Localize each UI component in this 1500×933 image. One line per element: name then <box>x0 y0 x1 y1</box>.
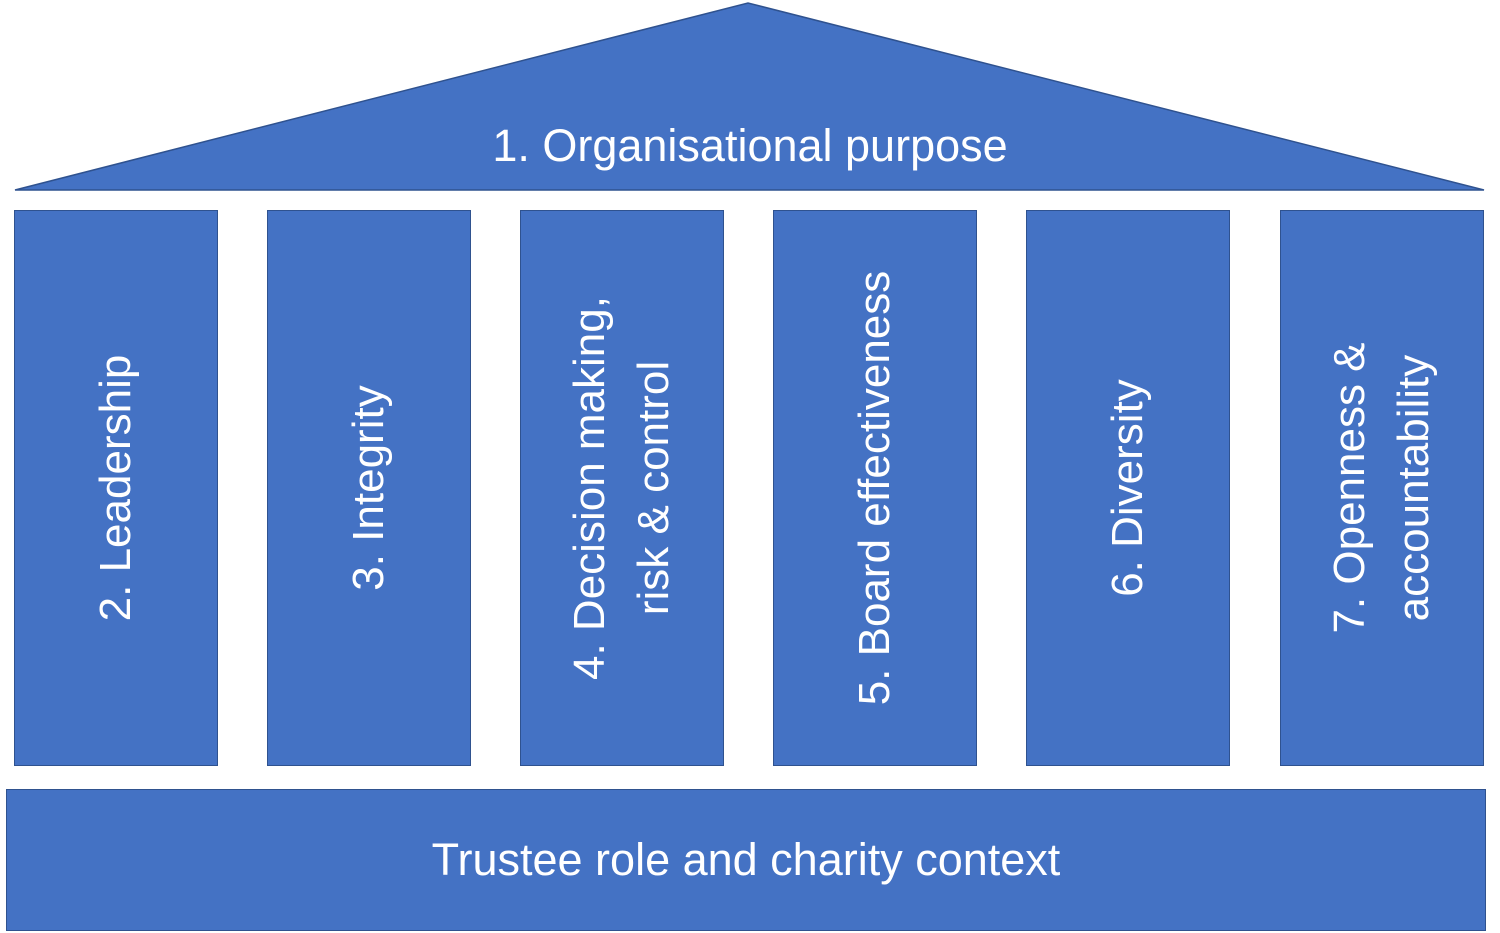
roof-label-organisational-purpose: 1. Organisational purpose <box>492 120 1008 171</box>
pillar-label-decision-making: 4. Decision making, risk & control <box>565 296 678 680</box>
base-foundation: Trustee role and charity context <box>6 789 1486 931</box>
pillar-label-leadership: 2. Leadership <box>91 354 140 622</box>
pillar-label-openness-accountability: 7. Openness & accountability <box>1325 342 1438 634</box>
pillar-decision-making: 4. Decision making, risk & control <box>520 210 724 766</box>
pillar-leadership: 2. Leadership <box>14 210 218 766</box>
pillar-openness-accountability: 7. Openness & accountability <box>1280 210 1484 766</box>
base-label-trustee-role: Trustee role and charity context <box>431 834 1061 885</box>
pillar-label-integrity: 3. Integrity <box>344 385 393 591</box>
pillar-board-effectiveness: 5. Board effectiveness <box>773 210 977 766</box>
pillar-diversity: 6. Diversity <box>1026 210 1230 766</box>
roof-triangle <box>14 2 1485 191</box>
pillar-integrity: 3. Integrity <box>267 210 471 766</box>
pillar-label-board-effectiveness: 5. Board effectiveness <box>850 270 899 706</box>
roof-pediment <box>14 2 1485 191</box>
pillar-label-diversity: 6. Diversity <box>1103 379 1152 597</box>
